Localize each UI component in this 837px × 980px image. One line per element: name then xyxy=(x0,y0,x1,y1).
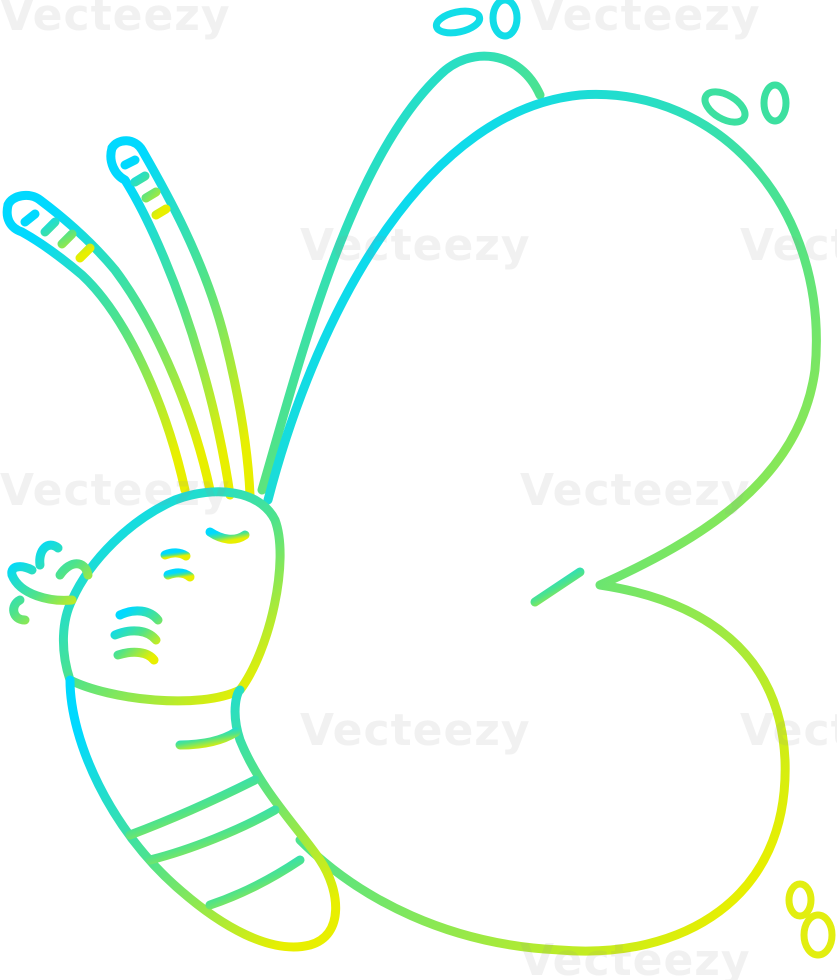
antenna-outer xyxy=(3,190,215,495)
motion-bubble xyxy=(701,88,749,126)
closed-eye xyxy=(205,527,250,544)
antenna-inner xyxy=(107,136,255,500)
motion-bubble xyxy=(760,81,790,125)
motion-bubble xyxy=(489,0,521,40)
front-wing xyxy=(263,89,821,956)
butterfly-hand xyxy=(7,540,93,625)
back-wing xyxy=(257,51,545,495)
wing-notch-line xyxy=(530,567,585,607)
butterfly-body xyxy=(65,675,341,952)
motion-bubble xyxy=(785,880,815,920)
motion-bubble xyxy=(800,911,836,959)
motion-bubble xyxy=(432,7,484,37)
butterfly-head xyxy=(59,487,285,706)
